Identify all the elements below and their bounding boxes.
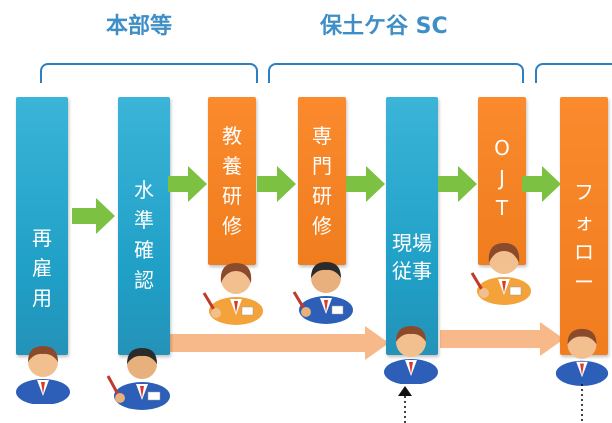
person-icon bbox=[384, 326, 438, 384]
dotted-arrow-up-icon bbox=[398, 386, 412, 423]
column-follow-char: ォ bbox=[574, 210, 594, 234]
arrow-right-icon bbox=[438, 166, 477, 202]
column-follow-char: ロ bbox=[574, 240, 594, 264]
column-level-check-char: 確 bbox=[134, 238, 154, 262]
column-rehire: 再 雇 用 bbox=[16, 97, 68, 355]
column-rehire-char: 用 bbox=[32, 286, 52, 310]
column-ojt-char: T bbox=[495, 196, 509, 220]
column-ojt-char: J bbox=[499, 166, 505, 190]
column-follow: フ ォ ロ ー bbox=[560, 97, 608, 355]
column-level-check-char: 水 bbox=[134, 178, 154, 202]
column-follow-char: フ bbox=[574, 180, 594, 204]
column-follow-char: ー bbox=[574, 270, 594, 294]
column-fieldwork-line: 従事 bbox=[392, 259, 432, 283]
bracket-follow bbox=[535, 63, 612, 83]
column-specialist-char: 門 bbox=[312, 154, 332, 178]
header-honbu: 本部等 bbox=[106, 14, 173, 39]
dotted-line-icon bbox=[581, 384, 583, 423]
header-hodogaya-sc: 保土ケ谷 SC bbox=[320, 14, 448, 39]
column-level-check-char: 認 bbox=[134, 268, 154, 292]
column-specialist-char: 研 bbox=[312, 184, 332, 208]
column-specialist: 専 門 研 修 bbox=[298, 97, 346, 265]
column-education: 教 養 研 修 bbox=[208, 97, 256, 265]
column-specialist-char: 専 bbox=[312, 124, 332, 148]
column-education-char: 研 bbox=[222, 184, 242, 208]
column-education-char: 養 bbox=[222, 154, 242, 178]
column-ojt-char: O bbox=[494, 136, 510, 160]
column-rehire-char: 雇 bbox=[32, 256, 52, 280]
column-level-check-char: 準 bbox=[134, 208, 154, 232]
person-icon bbox=[106, 348, 170, 410]
bracket-hodogaya bbox=[268, 63, 524, 83]
arrow-right-icon bbox=[522, 166, 561, 202]
person-icon bbox=[202, 263, 263, 325]
bracket-honbu bbox=[40, 63, 258, 83]
arrow-right-icon bbox=[72, 198, 115, 234]
long-arrow-right-icon bbox=[440, 322, 564, 356]
column-education-char: 修 bbox=[222, 214, 242, 238]
column-fieldwork: 現場 従事 bbox=[386, 97, 438, 355]
arrow-right-icon bbox=[346, 166, 385, 202]
column-fieldwork-line: 現場 bbox=[392, 231, 432, 255]
column-rehire-char: 再 bbox=[32, 226, 52, 250]
column-specialist-char: 修 bbox=[312, 214, 332, 238]
person-icon bbox=[555, 328, 609, 386]
person-icon bbox=[292, 262, 353, 324]
person-icon bbox=[470, 243, 531, 305]
column-education-char: 教 bbox=[222, 124, 242, 148]
column-level-check: 水 準 確 認 bbox=[118, 97, 170, 355]
arrow-right-icon bbox=[168, 166, 207, 202]
person-icon bbox=[16, 346, 70, 404]
arrow-right-icon bbox=[257, 166, 296, 202]
long-arrow-right-icon bbox=[165, 326, 389, 360]
column-ojt: O J T bbox=[478, 97, 526, 265]
